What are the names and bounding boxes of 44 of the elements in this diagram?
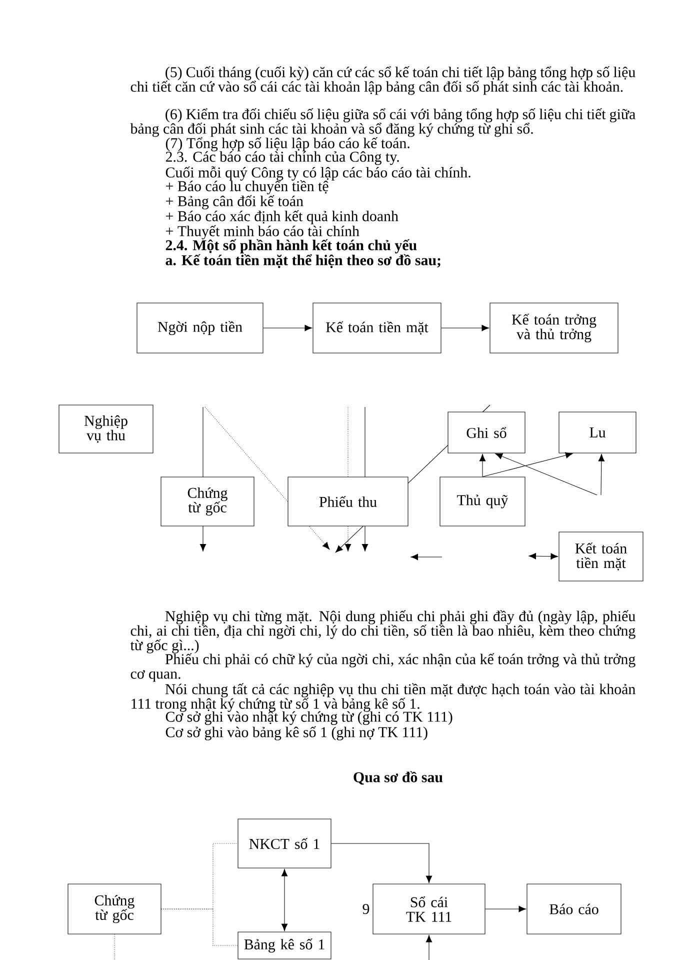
text-line: + Thuyết minh báo cáo tài chính — [166, 225, 360, 240]
paragraph-text: (5) Cuối tháng (cuối kỳ) căn cứ các sổ kế toán chi tiết lập bảng tổng hợp số liệu chi tiết căn cứ vào sổ cái các tài khoản lập bảng cân đối số phát sinh các tài khoản. — [130, 66, 636, 95]
text-line: Cơ sở ghi vào nhật ký chứng từ (ghi có TK 111) — [166, 711, 452, 725]
paragraph-text: Nói chung tất cả các nghiệp vụ thu chi tiền mặt được hạch toán vào tài khoản 111 trong nhật ký chứng từ số 1 và bảng kê số 1. — [132, 683, 636, 712]
page-number: 9 — [362, 904, 370, 914]
arrow — [263, 324, 312, 332]
text-line: 2.3. Các báo cáo tài chính của Công ty. — [166, 151, 399, 165]
text-line: Cuối mỗi quý Công ty có lập các báo cáo tài chính. — [166, 166, 470, 181]
text-line: + Báo cáo xác định kết quả kinh doanh — [166, 210, 398, 224]
process-box: Báo cáo — [526, 884, 622, 934]
paragraph-text: (6) Kiểm tra đối chiếu số liệu giữa sổ cái với bảng tổng hợp số liệu chi tiết giữa bảng cân đối phát sinh các tài khoản và sổ đăng ký chứng từ ghi sổ. — [130, 108, 636, 137]
process-box: Thủ quỹ — [440, 476, 526, 526]
arrow — [281, 869, 288, 932]
arrow — [528, 553, 558, 560]
process-box: Ngời nộp tiền — [136, 302, 264, 354]
process-box: NKCT số 1 — [238, 818, 332, 868]
arrow — [331, 843, 432, 884]
arrow — [426, 935, 432, 960]
arrow — [495, 453, 598, 496]
process-box: Kết toán tiền mặt — [558, 532, 644, 582]
process-box: Chứng từ gốc — [68, 884, 162, 934]
text-line: + Báo cáo lu chuyển tiền tệ — [166, 180, 328, 194]
process-box: Lu — [558, 412, 636, 454]
arrow — [485, 906, 526, 912]
arrow — [482, 452, 573, 477]
process-box: Kế toán tiền mặt — [312, 302, 442, 354]
arrow — [441, 324, 489, 332]
arrow — [479, 454, 486, 477]
paragraph-text: Phiếu chi phải có chữ ký của ngời chi, xác nhận của kế toán trởng và thủ trởng cơ quan. — [130, 653, 636, 682]
process-box: Bảng kê số 1 — [238, 932, 332, 960]
process-box: Phiếu thu — [288, 476, 408, 526]
heading: a. Kế toán tiền mặt thể hiện theo sơ đồ sau; — [166, 254, 440, 268]
process-box: Sổ cái TK 111 — [372, 884, 486, 934]
text-line: Cơ sở ghi vào bảng kê số 1 (ghi nợ TK 111) — [166, 726, 428, 740]
paragraph-text: Nghiệp vụ chi từng mặt. Nội dung phiếu chi phải ghi đầy đủ (ngày lập, phiếu chi, ai chi tiền, địa chỉ ngời chi, lý do chi tiền, số tiền là bao nhiêu, kèm theo chứng từ gốc gì...) — [130, 610, 636, 654]
text-line: (7) Tổng hợp số liệu lập báo cáo kế toán. — [166, 137, 410, 152]
arrow — [598, 454, 605, 496]
heading: 2.4. Một số phần hành kết toán chủ yếu — [166, 239, 417, 254]
process-box: Nghiệp vụ thu — [58, 404, 154, 454]
process-box: Ghi sổ — [448, 412, 526, 454]
process-box: Kế toán trởng và thủ trởng — [490, 302, 618, 354]
heading: Qua sơ đồ sau — [354, 771, 443, 785]
process-box: Chứng từ gốc — [160, 476, 254, 526]
text-line: + Bảng cân đối kế toán — [166, 195, 304, 210]
